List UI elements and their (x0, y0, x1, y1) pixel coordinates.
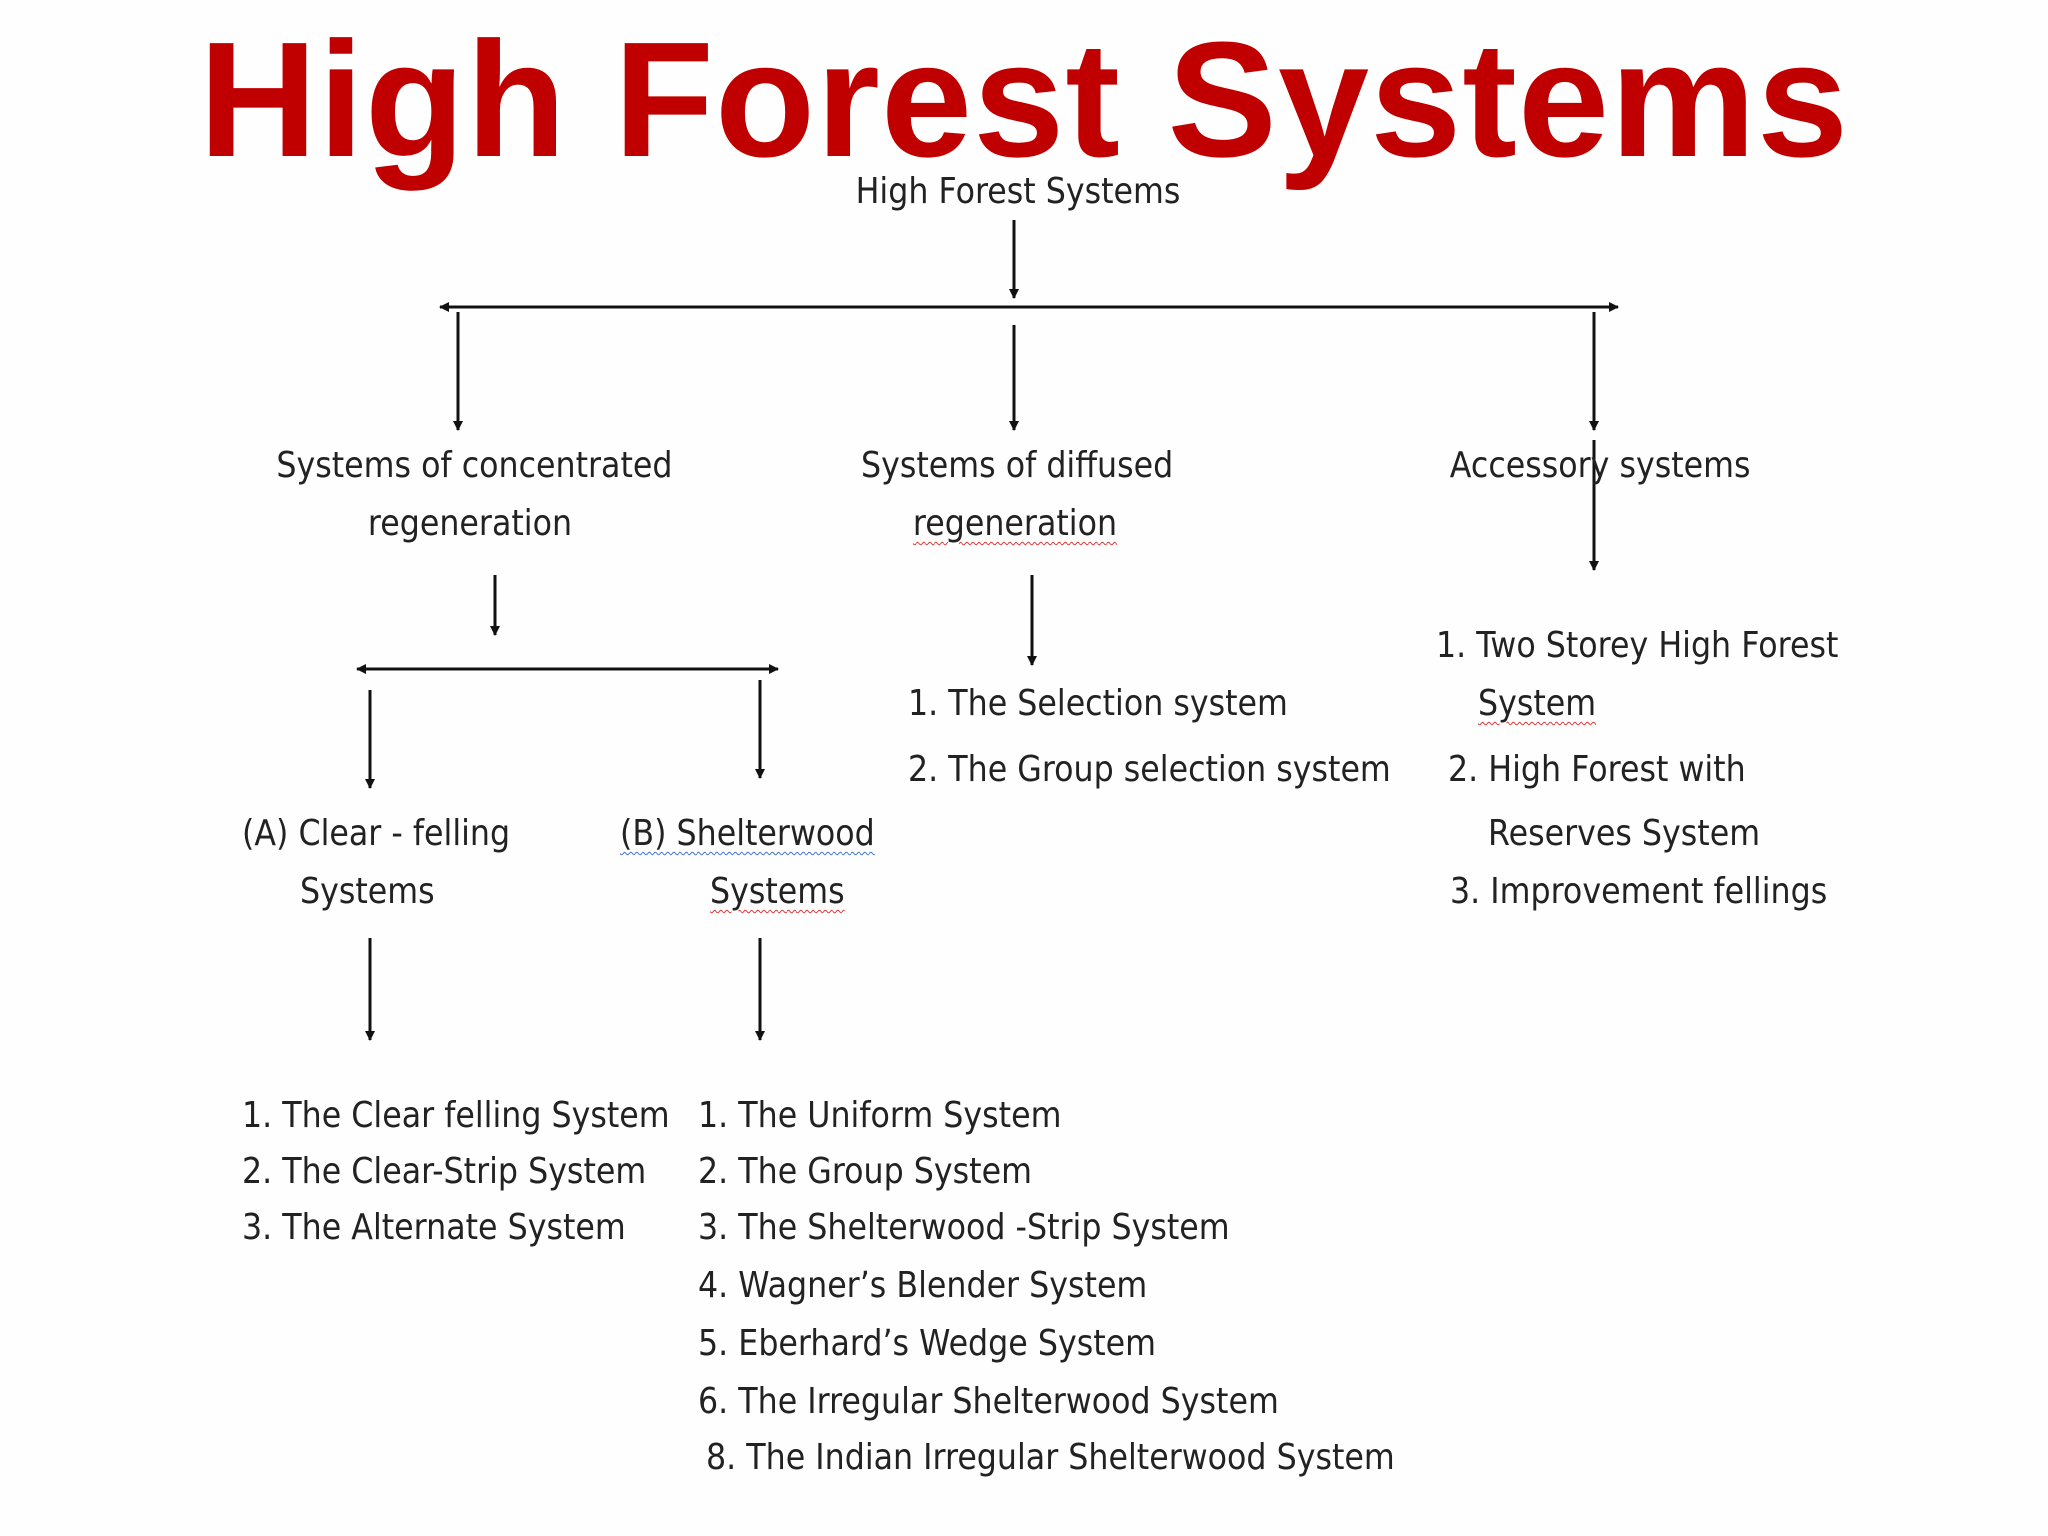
shelterwood-item-5: 5. Eberhard’s Wedge System (698, 1323, 1156, 1364)
accessory-item-1-line2-text: System (1478, 683, 1597, 724)
shelterwood-item-3: 3. The Shelterwood -Strip System (698, 1207, 1230, 1248)
node-accessory: Accessory systems (1449, 445, 1751, 486)
node-diffused-line2: regeneration (861, 502, 1169, 546)
root-node: High Forest Systems (855, 171, 1181, 212)
diffused-item-1: 1. The Selection system (908, 683, 1288, 724)
node-clear-felling-line1: (A) Clear - felling (242, 813, 511, 854)
shelterwood-item-2: 2. The Group System (698, 1151, 1032, 1192)
node-clear-felling-line2: Systems (300, 871, 435, 912)
shelterwood-item-1: 1. The Uniform System (698, 1095, 1062, 1136)
clear-felling-item-2: 2. The Clear-Strip System (242, 1151, 647, 1192)
shelterwood-item-7: 8. The Indian Irregular Shelterwood Syst… (706, 1437, 1395, 1478)
slide-title: High Forest Systems (198, 8, 1850, 191)
accessory-item-2-line2: Reserves System (1488, 813, 1761, 854)
diffused-item-2: 2. The Group selection system (908, 749, 1391, 790)
clear-felling-item-3: 3. The Alternate System (242, 1207, 626, 1248)
node-shelterwood-line2: Systems (710, 870, 845, 914)
node-concentrated-line2: regeneration (367, 503, 573, 544)
node-diffused-line1: Systems of diffused (861, 445, 1174, 486)
shelterwood-item-6: 6. The Irregular Shelterwood System (698, 1381, 1279, 1422)
accessory-item-1-line1: 1. Two Storey High Forest (1436, 625, 1839, 666)
node-concentrated-line1: Systems of concentrated (276, 445, 673, 486)
node-shelterwood-line2-text: Systems (710, 871, 845, 912)
accessory-item-2-line1: 2. High Forest with (1448, 749, 1746, 790)
shelterwood-item-4: 4. Wagner’s Blender System (698, 1265, 1148, 1306)
accessory-item-1-line2: System (1478, 682, 1596, 726)
clear-felling-item-1: 1. The Clear felling System (242, 1095, 670, 1136)
accessory-item-3: 3. Improvement fellings (1450, 871, 1828, 912)
node-shelterwood-line1-text: (B) Shelterwood (620, 813, 875, 854)
node-shelterwood-line1: (B) Shelterwood (620, 812, 875, 856)
node-diffused-line2-text: regeneration (912, 503, 1118, 544)
